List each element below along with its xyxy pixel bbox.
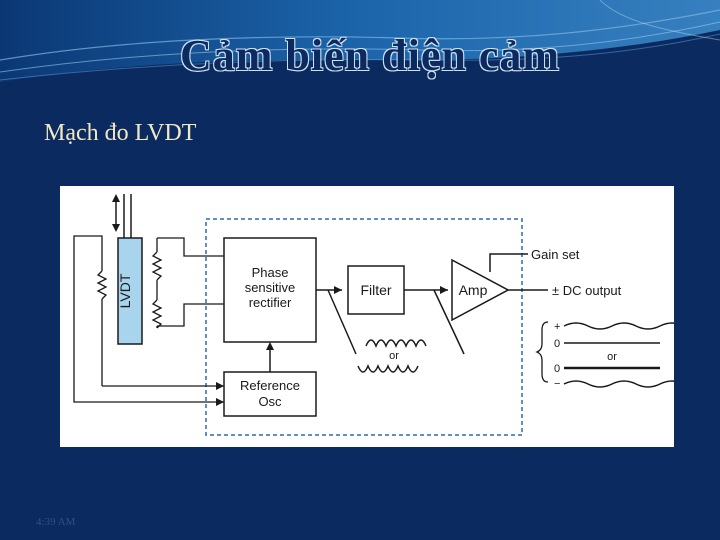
- rectified-wave-positive: [365, 339, 427, 348]
- primary-coil: [96, 270, 108, 300]
- output-wave-negative: [563, 380, 674, 388]
- amp-block: [451, 258, 510, 322]
- electronics-boundary: [205, 218, 523, 436]
- subtitle: Mạch đo LVDT: [44, 120, 197, 146]
- lvdt-circuit-figure: LVDT Phase: [60, 186, 674, 447]
- or-label-2: or: [607, 351, 617, 363]
- phase-label-1: Phase: [252, 265, 289, 280]
- dc-output-label: ± DC output: [552, 283, 622, 298]
- output-wave-positive: [563, 322, 674, 330]
- rectified-wave-negative: [357, 364, 419, 373]
- secondary-coil-2: [151, 299, 163, 329]
- ref-label-1: Reference: [240, 378, 300, 393]
- lvdt-circuit-diagram: LVDT Phase: [73, 194, 674, 436]
- phase-label-3: rectifier: [249, 295, 292, 310]
- or-label-1: or: [389, 350, 399, 362]
- lvdt-body: [117, 237, 143, 345]
- footer-time: 4:39 AM: [36, 516, 76, 528]
- lvdt-label: LVDT: [117, 273, 133, 308]
- zero-label-2: 0: [554, 363, 560, 375]
- header-banner: [0, 0, 720, 90]
- page-title: Cảm biến điện cảm: [180, 31, 560, 80]
- phase-label-2: sensitive: [245, 280, 296, 295]
- ref-label-2: Osc: [258, 394, 282, 409]
- amp-label: Amp: [459, 282, 488, 298]
- zero-label-1: 0: [554, 338, 560, 350]
- filter-block: [347, 265, 405, 315]
- filter-label: Filter: [360, 282, 391, 298]
- gain-set-label: Gain set: [531, 247, 580, 262]
- output-brace: [535, 321, 549, 383]
- minus-label: −: [554, 378, 560, 390]
- secondary-coil-1: [151, 251, 163, 281]
- plus-label: +: [554, 321, 560, 333]
